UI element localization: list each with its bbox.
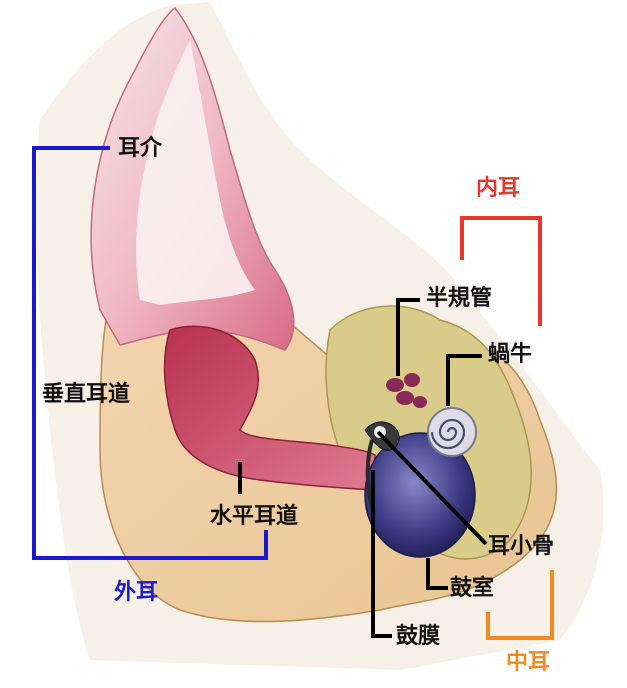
group-label-middle-ear: 中耳 (506, 652, 550, 674)
label-vertical-canal: 垂直耳道 (42, 384, 130, 406)
group-label-inner-ear: 内耳 (476, 178, 520, 200)
label-eardrum: 鼓膜 (396, 626, 440, 648)
label-ossicles: 耳小骨 (488, 536, 554, 558)
cochlea-shape (428, 408, 476, 456)
group-label-outer-ear: 外耳 (114, 582, 158, 604)
label-semicircular-canals: 半規管 (426, 288, 492, 310)
label-horizontal-canal: 水平耳道 (210, 506, 298, 528)
label-tympanic-cavity: 鼓室 (450, 578, 494, 600)
label-pinna: 耳介 (118, 138, 162, 160)
label-cochlea: 蝸牛 (488, 344, 532, 366)
